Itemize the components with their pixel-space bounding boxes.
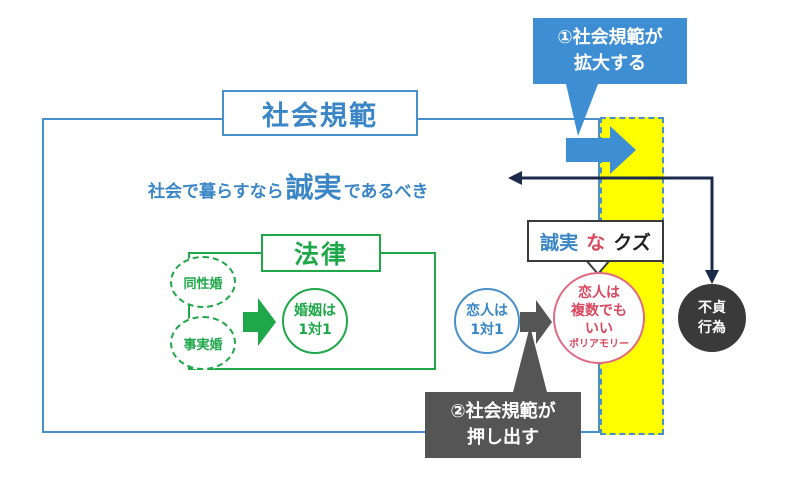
- infidelity-line1: 不貞: [698, 300, 726, 316]
- social-norm-statement: 社会で暮らすなら 誠実 であるべき: [148, 166, 429, 204]
- lover-one-line1: 恋人は: [466, 303, 508, 319]
- lover-arrow: [520, 300, 552, 344]
- marriage-line2: 1対1: [298, 322, 332, 338]
- callout-push-line2: 押し出す: [467, 427, 539, 448]
- statement-big: 誠実: [285, 171, 342, 204]
- infidelity-line2: 行為: [698, 320, 726, 336]
- push-pointer: [512, 326, 548, 396]
- social-norm-title: 社会規範: [222, 90, 418, 136]
- statement-pre: 社会で暮らすなら: [148, 182, 284, 202]
- lover-one-line2: 1対1: [470, 322, 504, 338]
- de-facto-marriage-circle: 事実婚: [170, 316, 236, 370]
- law-title: 法律: [261, 234, 381, 272]
- infidelity-connector: [520, 176, 714, 270]
- polyamory-label: ポリアモリー: [569, 339, 629, 350]
- lover-many-line1: 恋人は: [578, 285, 620, 301]
- callout-push: ②社会規範が 押し出す: [425, 392, 581, 458]
- speech-bubble: 誠実 な クズ: [527, 220, 664, 262]
- callout-expand-line2: 拡大する: [574, 53, 646, 74]
- connector-head-down: [705, 270, 719, 284]
- expand-arrow: [566, 126, 636, 174]
- law-arrow: [243, 298, 276, 346]
- lover-multiple-circle: 恋人は 複数でも いい ポリアモリー: [553, 272, 645, 364]
- speech-word-sincere: 誠実: [540, 231, 579, 254]
- speech-word-na: な: [586, 231, 606, 254]
- statement-post: であるべき: [343, 182, 429, 202]
- callout-push-line1: ②社会規範が: [450, 401, 556, 422]
- de-facto-label: 事実婚: [183, 337, 223, 353]
- connector-head-left: [508, 171, 522, 185]
- infidelity-circle: 不貞 行為: [678, 284, 746, 352]
- lover-one-to-one-circle: 恋人は 1対1: [454, 288, 520, 354]
- marriage-one-to-one-circle: 婚姻は 1対1: [282, 288, 348, 354]
- callout-expand-line1: ①社会規範が: [557, 27, 663, 48]
- speech-word-scum: クズ: [613, 231, 651, 254]
- lover-many-line2: 複数でも: [571, 303, 627, 319]
- lover-many-line3: いい: [585, 321, 613, 337]
- callout-expand: ①社会規範が 拡大する: [533, 18, 687, 84]
- marriage-line1: 婚姻は: [294, 303, 336, 319]
- same-sex-marriage-circle: 同性婚: [170, 256, 236, 308]
- same-sex-label: 同性婚: [183, 276, 223, 292]
- expand-pointer: [566, 84, 598, 136]
